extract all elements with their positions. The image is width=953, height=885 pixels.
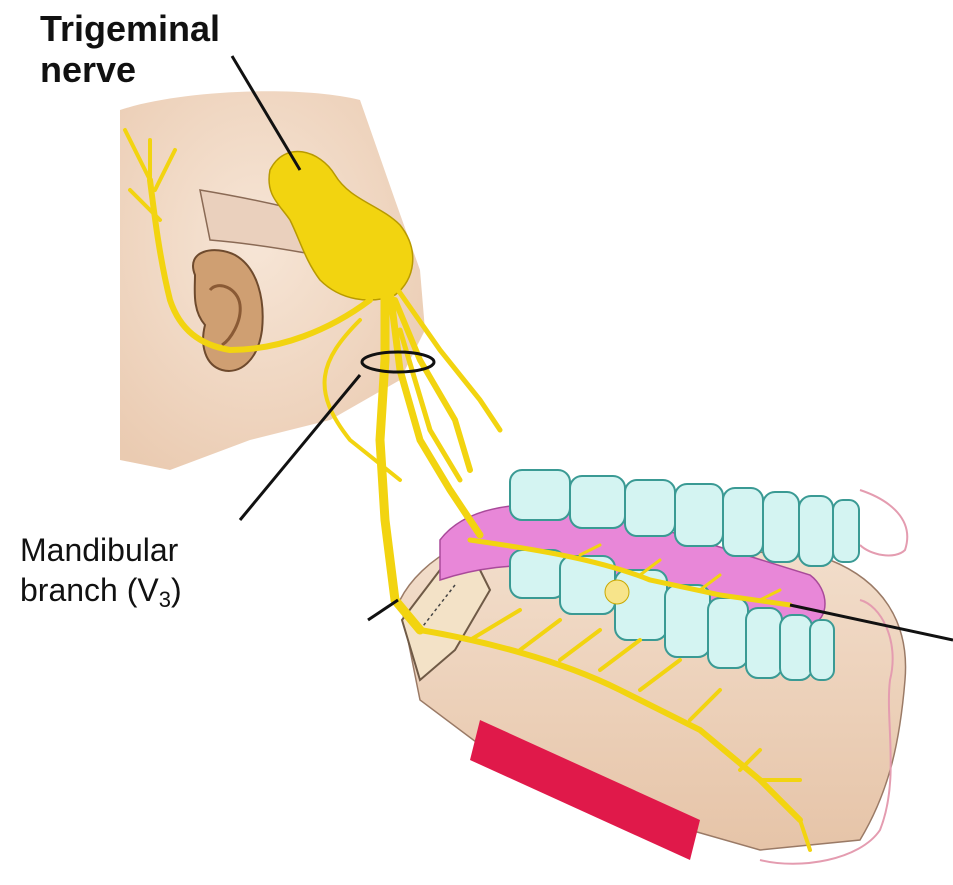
trigeminal-label-line2: nerve <box>40 49 136 90</box>
mandibular-label-prefix: branch (V <box>20 572 159 608</box>
mandibular-branch-label: Mandibular branch (V3) <box>20 530 182 620</box>
mandibular-leader-line-lower <box>368 600 398 620</box>
mandibular-label-suffix: ) <box>171 572 182 608</box>
trigeminal-nerve-label: Trigeminal nerve <box>40 8 220 90</box>
mandibular-label-line1: Mandibular <box>20 532 178 568</box>
mandibular-label-subscript: 3 <box>159 587 171 612</box>
trigeminal-label-line1: Trigeminal <box>40 8 220 49</box>
submandibular-ganglion <box>605 580 629 604</box>
